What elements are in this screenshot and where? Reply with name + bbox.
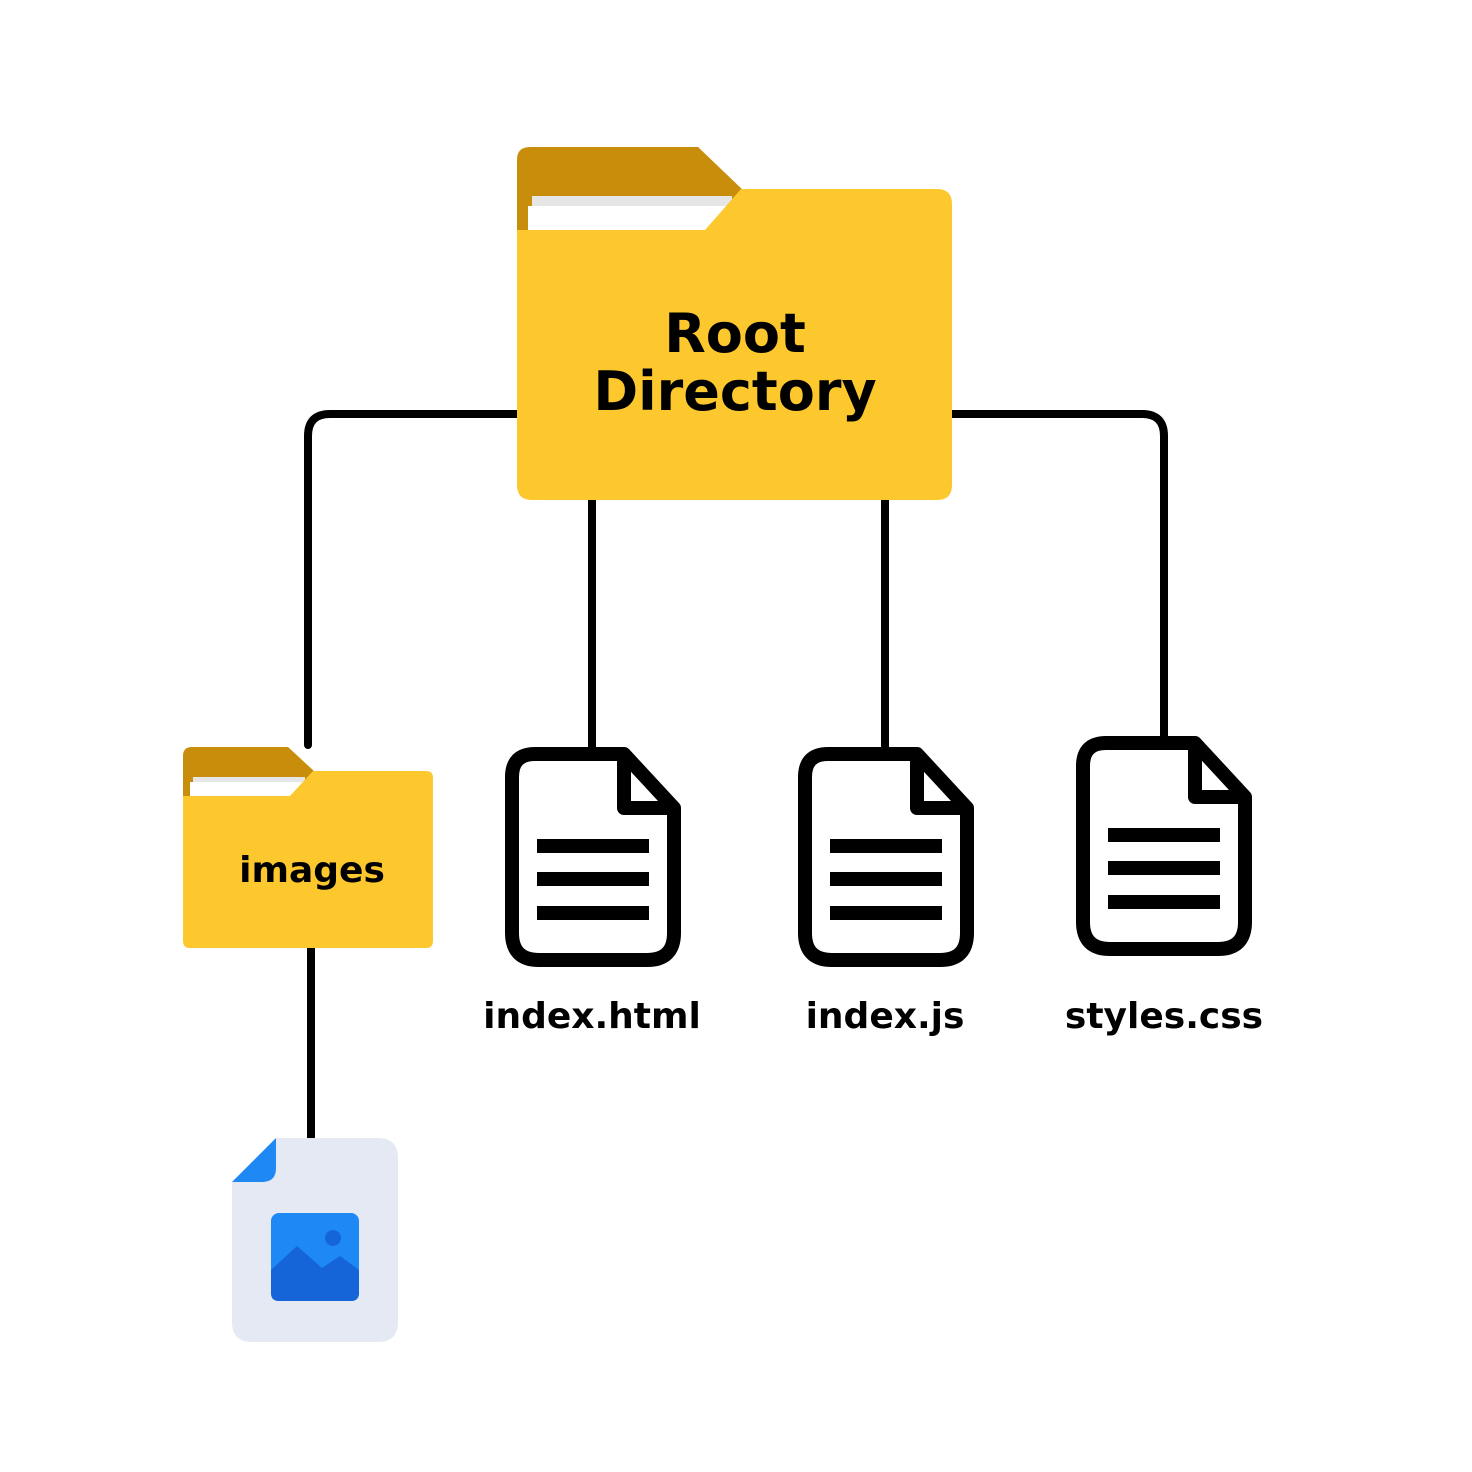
image-file[interactable]: [232, 1138, 398, 1342]
file-index-js-label: index.js: [806, 996, 965, 1037]
file-index-js[interactable]: index.js: [798, 747, 974, 1037]
document-icon: [798, 747, 974, 967]
file-styles-css-label: styles.css: [1065, 996, 1263, 1037]
file-styles-css[interactable]: styles.css: [1065, 736, 1263, 1037]
document-icon: [505, 747, 681, 967]
connector-lines: [304, 410, 1168, 1142]
images-folder[interactable]: images: [183, 747, 433, 948]
folder-icon: [517, 147, 952, 500]
folder-icon: [183, 747, 433, 948]
document-icon: [1076, 736, 1252, 956]
root-folder-label-line1: Root: [664, 302, 806, 365]
connector-root-to-styles: [948, 410, 1168, 742]
images-folder-label: images: [239, 850, 385, 891]
connector-root-to-images: [304, 410, 521, 749]
image-file-icon: [232, 1138, 398, 1342]
file-index-html-label: index.html: [483, 996, 701, 1037]
file-index-html[interactable]: index.html: [483, 747, 701, 1037]
root-folder-label-line2: Directory: [593, 360, 876, 423]
root-folder[interactable]: Root Directory: [517, 147, 952, 500]
